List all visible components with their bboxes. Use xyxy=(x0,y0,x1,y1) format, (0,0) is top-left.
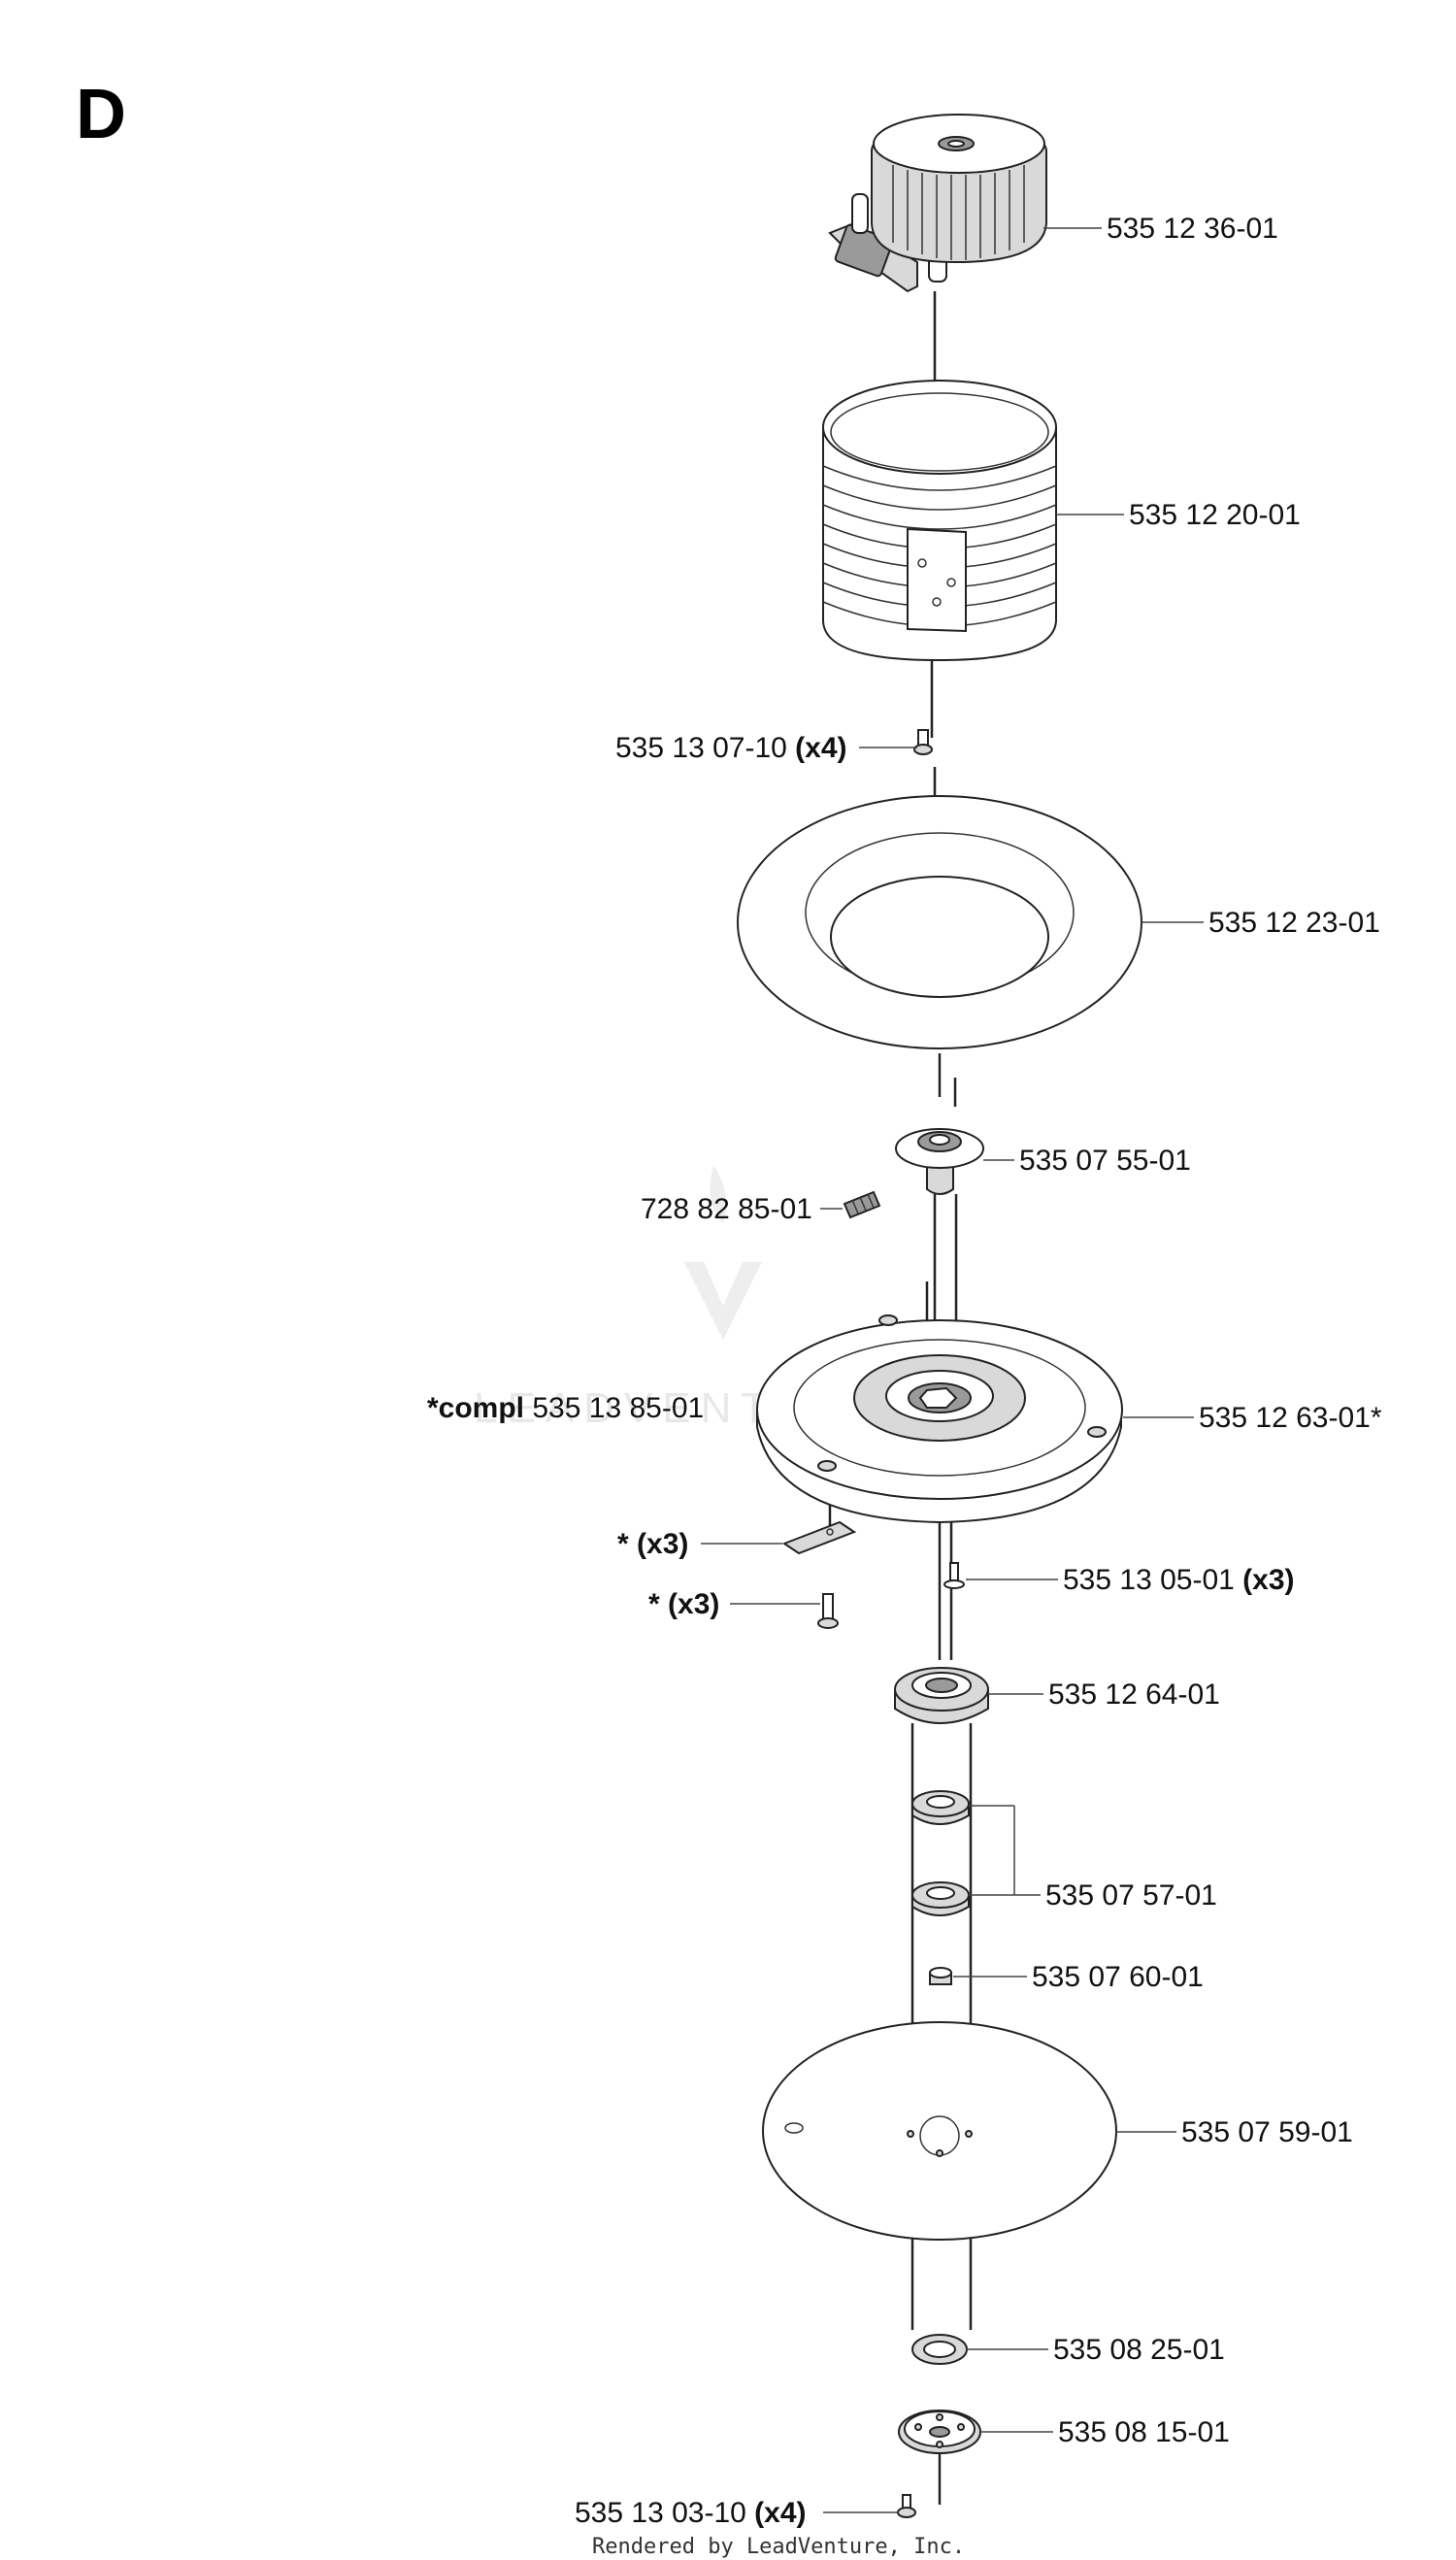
flange-ring-part xyxy=(737,795,1142,1049)
bottom-screw-part xyxy=(897,2494,916,2518)
label-blade: * (x3) xyxy=(617,1528,688,1560)
blade-screw-part xyxy=(817,1593,839,1629)
bottom-hub-part xyxy=(898,2410,981,2454)
nut-part xyxy=(929,1967,952,1985)
motor-part xyxy=(828,114,1047,293)
label-set-screw: 728 82 85-01 xyxy=(641,1193,812,1225)
blade-plate-part xyxy=(756,1314,1123,1524)
label-nut: 535 07 60-01 xyxy=(1032,1961,1204,1993)
label-bottom-hub: 535 08 15-01 xyxy=(1058,2416,1230,2448)
label-cover-screw: 535 13 07-10 (x4) xyxy=(615,732,847,764)
section-letter: D xyxy=(76,76,126,153)
label-blade-screw: * (x3) xyxy=(648,1588,719,1620)
bearing-housing-part xyxy=(894,1667,989,1724)
label-plate-screw: 535 13 05-01 (x3) xyxy=(1063,1564,1295,1596)
plate-screw-part xyxy=(943,1562,965,1589)
cover-screw-part xyxy=(913,729,933,755)
set-screw-part xyxy=(843,1190,881,1219)
label-bottom-screw: 535 13 03-10 (x4) xyxy=(575,2497,807,2529)
label-flange-ring: 535 12 23-01 xyxy=(1208,907,1380,939)
part-labels: 535 12 36-01 535 12 20-01 535 13 07-10 (… xyxy=(427,213,1382,2529)
footer-credit: Rendered by LeadVenture, Inc. xyxy=(592,2535,965,2559)
blade-part xyxy=(781,1520,857,1555)
leader-lines xyxy=(701,227,1204,2513)
label-motor-cover: 535 12 20-01 xyxy=(1129,499,1301,531)
label-motor: 535 12 36-01 xyxy=(1107,213,1278,245)
skid-plate-part xyxy=(762,2021,1117,2241)
label-hub: 535 07 55-01 xyxy=(1019,1145,1191,1177)
washer-part xyxy=(911,2334,968,2365)
label-washer: 535 08 25-01 xyxy=(1053,2334,1225,2366)
hub-part xyxy=(895,1128,984,1195)
motor-cover-part xyxy=(822,380,1057,662)
label-blade-plate-compl: *compl 535 13 85-01 xyxy=(427,1392,704,1424)
label-blade-plate: 535 12 63-01* xyxy=(1199,1402,1382,1434)
label-skid-plate: 535 07 59-01 xyxy=(1181,2116,1353,2148)
label-bearings: 535 07 57-01 xyxy=(1045,1879,1217,1912)
bearing-lower-part xyxy=(911,1881,970,1916)
bearing-upper-part xyxy=(911,1790,970,1825)
label-bearing-housing: 535 12 64-01 xyxy=(1048,1679,1220,1711)
